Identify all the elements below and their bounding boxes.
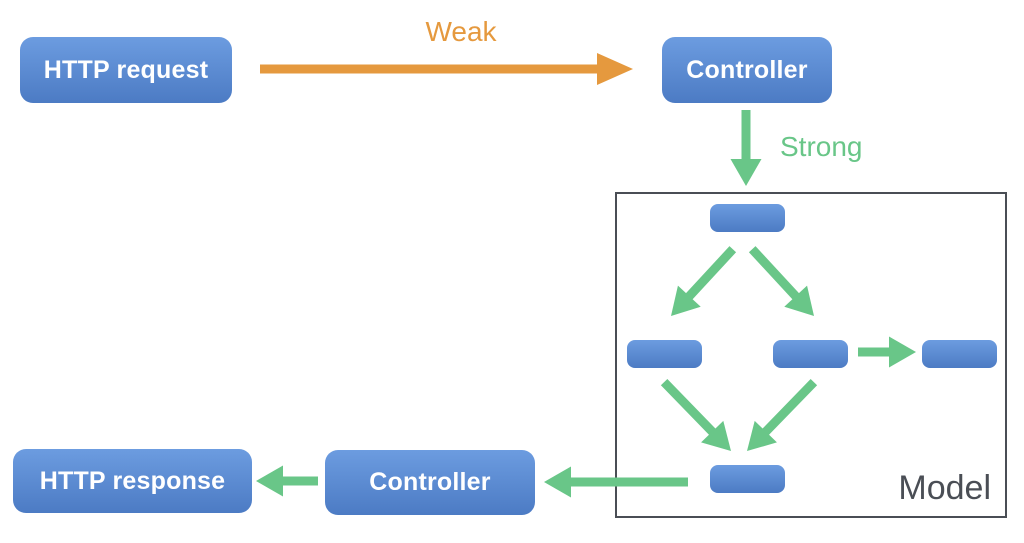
model-node-far-right [922,340,997,368]
controller-in-label: Controller [686,55,808,84]
strong-label: Strong [780,131,863,162]
model-node-bottom [710,465,785,493]
model-node-mid-right [773,340,848,368]
model-container: Model [615,192,1007,518]
http-response-box: HTTP response [13,449,252,513]
controller-to-response-arrow [256,465,318,497]
weak-arrow [260,53,633,85]
model-label: Model [898,469,991,507]
model-node-mid-left [627,340,702,368]
controller-out-label: Controller [369,468,491,496]
model-node-top [710,204,785,232]
strong-arrow [730,110,762,186]
controller-out-box: Controller [325,450,535,515]
http-request-label: HTTP request [43,55,209,84]
http-request-box: HTTP request [20,37,232,103]
controller-in-box: Controller [662,37,832,103]
weak-label: Weak [425,16,497,47]
http-response-label: HTTP response [39,466,226,495]
